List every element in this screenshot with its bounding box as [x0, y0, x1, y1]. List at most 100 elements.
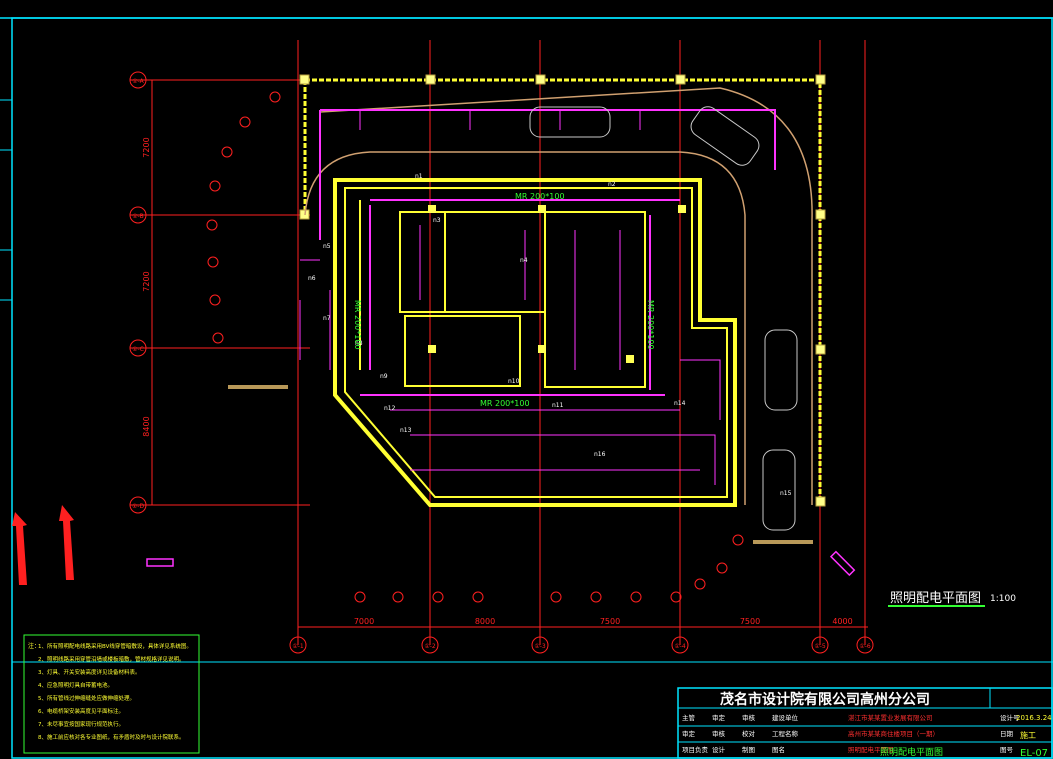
axis-bubble	[129, 339, 147, 357]
sheet-number: EL-07	[1020, 748, 1048, 759]
road-edge	[304, 87, 813, 505]
tree	[432, 591, 444, 603]
note-item: 3、灯具、开关安装高度详见设备材料表。	[38, 668, 141, 676]
tree	[212, 332, 224, 344]
dim-text: 7200	[142, 137, 151, 157]
drawing-scale: 1:100	[990, 594, 1016, 604]
title-block-rows: 主管审定审核建设单位湛江市某某置业发展有限公司设计号审定审核校对工程名称高州市某…	[682, 713, 1020, 754]
axis-bubble	[289, 636, 307, 654]
tree	[550, 591, 562, 603]
axis-label: ①-5	[814, 643, 826, 650]
title-cell: 工程名称	[772, 729, 799, 738]
tree	[207, 256, 219, 268]
tree	[630, 591, 642, 603]
distribution-box	[146, 558, 174, 567]
tree	[206, 219, 218, 231]
notes: 注：1、所有照明配电线路采用BV线穿管暗敷设，具体详见系统图。2、照明线路采用穿…	[28, 642, 192, 741]
dim-text: 8000	[475, 617, 495, 626]
note-item: 2、照明线路采用穿管沿墙或楼板暗敷，管材规格详见说明。	[38, 655, 185, 663]
tree	[392, 591, 404, 603]
tree	[590, 591, 602, 603]
circuit-label: n5	[323, 243, 331, 250]
sheet-name: 照明配电平面图	[880, 746, 943, 758]
title-cell: 审核	[712, 729, 726, 738]
circuit-label: n2	[608, 181, 616, 188]
site-columns	[299, 74, 826, 507]
dim-text: 4000	[832, 617, 852, 626]
axis-label: ①-3	[534, 643, 546, 650]
note-item: 8、施工前应核对各专业图纸，有矛盾时及时与设计院联系。	[38, 733, 185, 741]
tree	[670, 591, 682, 603]
axis-label: ①-D	[132, 503, 145, 510]
building-walls-inner	[344, 187, 728, 498]
title-cell: 日期	[1000, 730, 1014, 738]
tray-label-top: MR 200*100	[515, 192, 565, 201]
dimension-lines	[151, 80, 868, 628]
circuit-label: n15	[780, 490, 792, 497]
axis-bubble	[531, 636, 549, 654]
title-cell: 照明配电平面图	[848, 745, 894, 754]
tree	[209, 294, 221, 306]
left-margin-strip	[0, 99, 12, 301]
note-item: 4、应急照明灯具自带蓄电池。	[38, 681, 113, 689]
circuit-label: n3	[433, 217, 441, 224]
notes-box	[23, 634, 200, 754]
title-cell: 审核	[742, 713, 756, 722]
axis-bubble	[671, 636, 689, 654]
dim-text: 7500	[600, 617, 620, 626]
note-item: 5、所有管线过伸缩缝处应做伸缩处理。	[38, 694, 135, 702]
tray-label-right: MR 200*100	[646, 300, 655, 350]
axis-bubble	[811, 636, 829, 654]
axis-bubble	[129, 71, 147, 89]
drawing-title: 照明配电平面图	[890, 591, 981, 606]
title-cell: 审定	[712, 713, 726, 722]
title-cell: 湛江市某某置业发展有限公司	[848, 713, 933, 722]
tree	[239, 116, 251, 128]
axis-bubble	[856, 636, 874, 654]
circuit-label: n14	[674, 400, 686, 407]
title-cell: 高州市某某商住楼项目（一期）	[848, 729, 939, 738]
title-cell: 审定	[682, 729, 696, 738]
tree	[221, 146, 233, 158]
title-cell: 项目负责	[682, 745, 709, 754]
circuit-label: n11	[552, 402, 564, 409]
title-block	[677, 687, 1053, 759]
circuit-wiring	[299, 110, 721, 485]
sheet-stage: 施工	[1020, 730, 1036, 740]
circuit-label: n16	[594, 451, 606, 458]
title-cell: 建设单位	[772, 713, 799, 722]
circuit-label: n1	[415, 173, 423, 180]
circuit-label: n12	[384, 405, 396, 412]
axis-label: ①-A	[132, 78, 144, 85]
site-boundary	[303, 78, 822, 505]
axis-grid	[130, 40, 866, 645]
axis-bubble	[421, 636, 439, 654]
dim-text: 7000	[354, 617, 374, 626]
notes-header: 注：	[28, 642, 40, 650]
sheet-date: 2016.3.24	[1016, 714, 1052, 722]
cable-trays	[319, 109, 776, 396]
circuit-label: n13	[400, 427, 412, 434]
tray-label-left: MR 200*100	[353, 300, 362, 350]
building-columns	[428, 205, 686, 363]
company-name: 茂名市设计院有限公司高州分公司	[720, 691, 930, 708]
axis-bubble	[129, 496, 147, 514]
dim-text: 7500	[740, 617, 760, 626]
dim-text: 8400	[142, 416, 151, 436]
tree	[694, 578, 706, 590]
tree	[472, 591, 484, 603]
tree	[354, 591, 366, 603]
tray-label-bottom: MR 200*100	[480, 399, 530, 408]
title-cell: 图名	[772, 745, 785, 754]
circuit-label: n4	[520, 257, 528, 264]
axis-label: ①-2	[424, 643, 436, 650]
benches	[228, 385, 813, 544]
axis-bubble	[129, 206, 147, 224]
title-cell: 设计	[712, 745, 726, 754]
note-item: 6、电缆桥架安装高度见平面标注。	[38, 707, 124, 715]
title-cell: 主管	[682, 713, 696, 722]
